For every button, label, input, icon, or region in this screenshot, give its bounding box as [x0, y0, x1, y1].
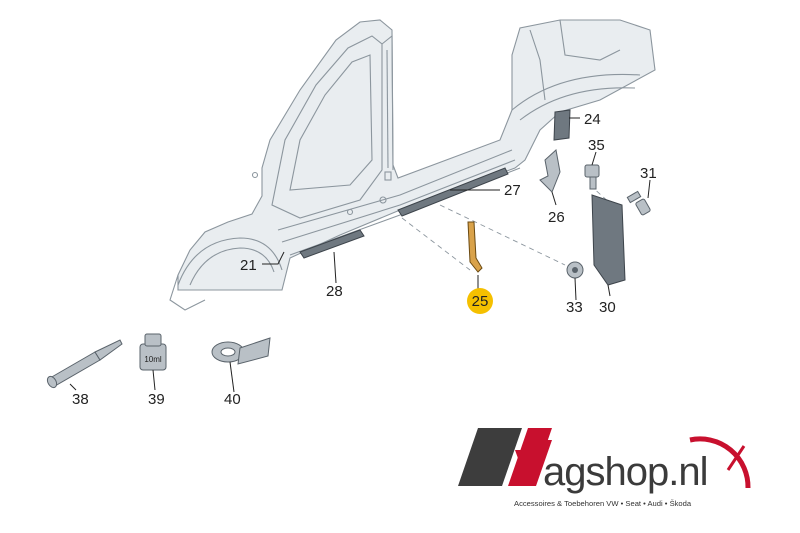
callout-30: 30 [599, 299, 616, 316]
logo-speedometer-arc [689, 436, 751, 489]
callout-28: 28 [326, 283, 343, 300]
callout-21: 21 [240, 257, 257, 274]
logo-v-letter [515, 440, 552, 486]
part-27-rocker-trim [397, 167, 509, 217]
callout-25-highlight [467, 288, 493, 314]
callout-24: 24 [584, 111, 601, 128]
assembly-line [401, 217, 471, 271]
container-label: 10ml [144, 355, 162, 364]
part-30-mud-flap [591, 194, 626, 286]
callout-38: 38 [72, 391, 89, 408]
logo-speedometer-needle [726, 445, 746, 471]
leader-lines [69, 117, 651, 393]
part-35-bolt [584, 164, 600, 190]
part-26-clip [539, 149, 561, 193]
callout-35: 35 [588, 137, 605, 154]
logo-wordmark: agshop.nl [543, 450, 707, 494]
callout-25: 25 [472, 293, 489, 310]
part-38-tube [46, 339, 123, 389]
callout-26: 26 [548, 209, 565, 226]
callout-40: 40 [224, 391, 241, 408]
vagshop-logo: agshop.nl Accessoires & Toebehoren VW • … [458, 428, 751, 508]
callout-39: 39 [148, 391, 165, 408]
callout-27: 27 [504, 182, 521, 199]
part-40-tape [211, 337, 271, 365]
assembly-line [439, 204, 566, 266]
logo-dark-block [458, 428, 522, 486]
part-25-bracket [467, 221, 483, 273]
part-24-plate [553, 109, 571, 141]
callout-31: 31 [640, 165, 657, 182]
part-28-sill-strip [299, 229, 365, 259]
part-39-container: 10ml [139, 333, 167, 371]
logo-tagline: Accessoires & Toebehoren VW • Seat • Aud… [514, 499, 692, 508]
part-33-nut [566, 261, 584, 279]
callout-33: 33 [566, 299, 583, 316]
part-31-bolt [626, 190, 651, 216]
